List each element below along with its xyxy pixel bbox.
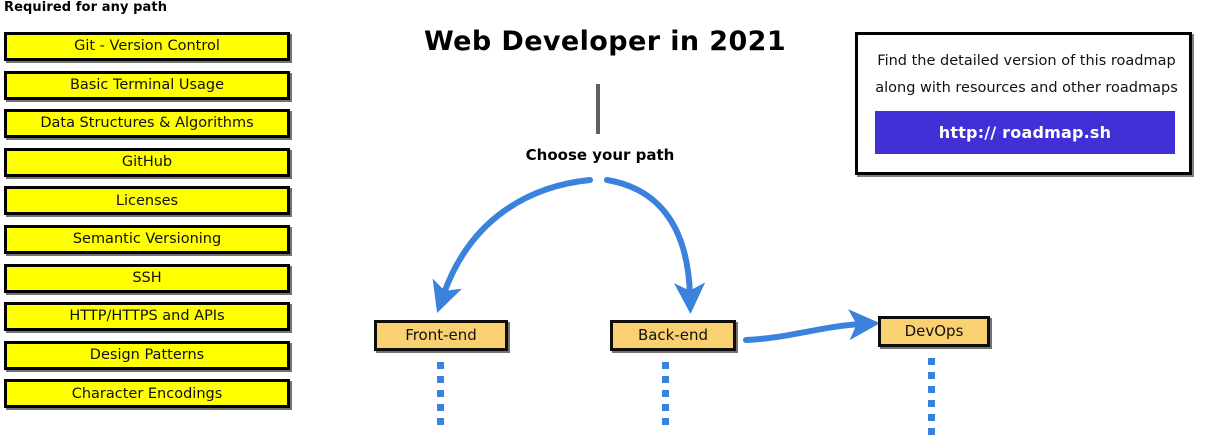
required-skill-label: Design Patterns: [89, 347, 205, 364]
trail-dot: [928, 414, 935, 421]
path-box-frontend[interactable]: Front-end: [374, 320, 508, 351]
required-skill-label: Licenses: [115, 192, 179, 209]
trail-dot: [437, 376, 444, 383]
required-skill-item[interactable]: Basic Terminal Usage: [4, 70, 290, 100]
required-skill-label: HTTP/HTTPS and APIs: [69, 308, 225, 325]
dotted-trail-backend: [662, 362, 669, 436]
required-skill-label: Character Encodings: [71, 385, 223, 402]
trail-dot: [662, 390, 669, 397]
required-skill-label: Basic Terminal Usage: [69, 76, 225, 93]
trail-dot: [928, 428, 935, 435]
trail-dot: [437, 418, 444, 425]
arrow-backend-to-devops: [743, 309, 880, 343]
required-skill-item[interactable]: HTTP/HTTPS and APIs: [4, 302, 290, 332]
page-title: Web Developer in 2021: [423, 26, 787, 57]
dotted-trail-frontend: [437, 362, 444, 436]
required-skills-panel: Required for any path Git - Version Cont…: [0, 0, 300, 436]
path-box-frontend-label: Front-end: [405, 326, 477, 344]
trail-dot: [928, 386, 935, 393]
trail-dot: [662, 376, 669, 383]
required-skill-item[interactable]: Semantic Versioning: [4, 225, 290, 254]
roadmap-card-text-line-1: Find the detailed version of this roadma…: [877, 53, 1176, 69]
required-skills-heading: Required for any path: [4, 0, 168, 15]
path-box-backend[interactable]: Back-end: [610, 320, 736, 351]
required-skill-label: Semantic Versioning: [72, 231, 222, 248]
required-skill-label: Data Structures & Algorithms: [40, 115, 254, 132]
path-box-devops[interactable]: DevOps: [878, 316, 990, 347]
required-skill-label: SSH: [132, 269, 162, 286]
dotted-trail-devops: [928, 358, 935, 436]
required-skill-item[interactable]: Licenses: [4, 186, 290, 216]
roadmap-info-card: Find the detailed version of this roadma…: [855, 32, 1192, 175]
title-connector-line: [596, 84, 600, 134]
trail-dot: [437, 390, 444, 397]
trail-dot: [437, 362, 444, 369]
required-skill-item[interactable]: Git - Version Control: [4, 32, 290, 61]
roadmap-link-button[interactable]: http:// roadmap.sh: [875, 111, 1175, 154]
arrow-to-backend: [604, 177, 706, 314]
required-skill-item[interactable]: Design Patterns: [4, 340, 290, 370]
trail-dot: [662, 362, 669, 369]
path-box-backend-label: Back-end: [637, 326, 709, 344]
trail-dot: [928, 358, 935, 365]
required-skill-item[interactable]: Character Encodings: [4, 379, 290, 409]
trail-dot: [437, 404, 444, 411]
choose-your-path-label: Choose your path: [525, 146, 675, 164]
required-skill-item[interactable]: GitHub: [4, 147, 290, 177]
trail-dot: [928, 372, 935, 379]
path-box-devops-label: DevOps: [904, 322, 964, 340]
roadmap-card-text-line-2: along with resources and other roadmaps: [875, 80, 1178, 96]
roadmap-link-label: http:// roadmap.sh: [938, 123, 1112, 142]
trail-dot: [662, 404, 669, 411]
required-skill-label: Git - Version Control: [74, 38, 220, 55]
trail-dot: [662, 418, 669, 425]
required-skill-label: GitHub: [121, 154, 173, 171]
required-skill-item[interactable]: Data Structures & Algorithms: [4, 109, 290, 139]
trail-dot: [928, 400, 935, 407]
required-skill-item[interactable]: SSH: [4, 263, 290, 293]
arrow-to-frontend: [432, 177, 593, 314]
